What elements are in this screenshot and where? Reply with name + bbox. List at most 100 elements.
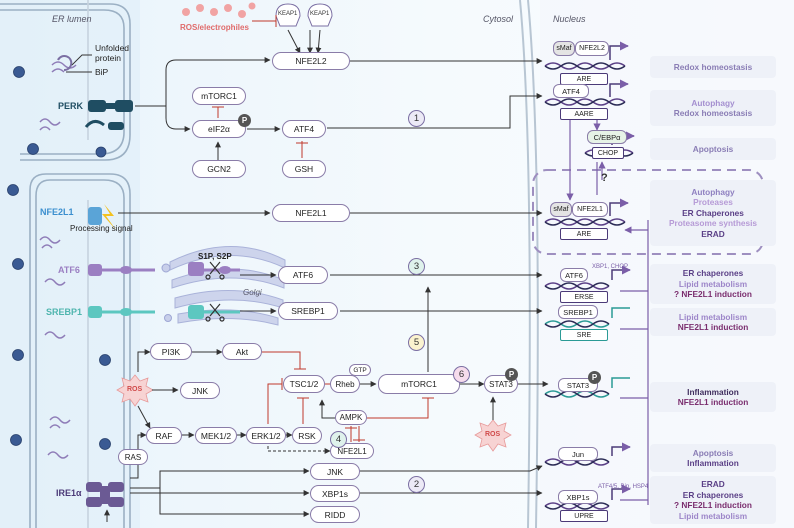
pathway-number-5: 5 <box>408 334 425 351</box>
outcome-line: ERAD <box>701 228 725 239</box>
s1p-s2p-label: S1P, S2P <box>198 252 232 261</box>
mtorc1-top-node: mTORC1 <box>192 87 246 105</box>
xbp1s-targets: ATF4/5, Bip, HSP4 <box>598 484 649 490</box>
chop-element: CHOP <box>592 147 624 159</box>
ire1a-label: IRE1α <box>56 488 82 498</box>
ros-bursts <box>116 374 512 452</box>
outcome-line: Proteasome synthesis <box>668 218 758 229</box>
keap1-a-label: KEAP1 <box>278 11 298 17</box>
stat3-nuclear-phospho-badge: P <box>588 371 601 384</box>
srebp1-er-label: SREBP1 <box>46 307 83 317</box>
erk-node: ERK1/2 <box>246 427 286 444</box>
eif2a-phospho-badge: P <box>238 114 251 127</box>
bip-label: BiP <box>95 67 109 77</box>
outcome-line: ER chaperones <box>682 489 744 500</box>
atf6-cyto-node: ATF6 <box>278 266 328 284</box>
ros-left-label: ROS <box>127 386 143 393</box>
pathway-number-6: 6 <box>453 366 470 383</box>
bip-chaperone <box>57 55 73 72</box>
nuclear-envelope <box>519 0 539 528</box>
nfe2l1-er-label: NFE2L1 <box>40 207 74 217</box>
perk-receptor-shape <box>84 100 133 130</box>
outcome-line: ? NFE2L1 induction <box>674 500 752 510</box>
smaf-2: sMaf <box>550 202 572 217</box>
cebpa-nuclear: C/EBPα <box>587 130 627 144</box>
outcome-box: Redox homeostasis <box>650 56 776 78</box>
scissors-icon <box>205 261 225 322</box>
outcome-line: ER chaperones <box>682 268 744 279</box>
outcome-line: Inflammation <box>687 458 739 468</box>
pathway-number-3: 3 <box>408 258 425 275</box>
gcn2-node: GCN2 <box>192 160 246 178</box>
outcome-line: Redox homeostasis <box>673 61 753 72</box>
rheb-node: Rheb <box>330 375 360 393</box>
outcome-line: Autophagy <box>691 97 735 108</box>
atf6-targets: XBP1, CHOP <box>592 264 629 270</box>
are-2-element: ARE <box>560 228 608 240</box>
keap1-b-label: KEAP1 <box>310 11 330 17</box>
outcome-line: Proteases <box>693 197 733 208</box>
pathway-number-4: 4 <box>330 431 347 448</box>
stat3-phospho-badge: P <box>505 368 518 381</box>
gsh-node: GSH <box>282 160 326 178</box>
pathway-arrows <box>104 15 549 522</box>
jnk-upper-node: JNK <box>180 382 220 399</box>
nfe2l2-nuclear: NFE2L2 <box>575 41 609 56</box>
mek-node: MEK1/2 <box>195 427 237 444</box>
nfe2l2-node: NFE2L2 <box>272 52 350 70</box>
atf6-nuclear: ATF6 <box>560 268 588 282</box>
atf4-nuclear: ATF4 <box>553 84 589 98</box>
dna-strands <box>544 62 634 510</box>
atf6-er-shape <box>88 262 240 276</box>
ras-node: RAS <box>118 449 148 465</box>
atf4-node: ATF4 <box>282 120 326 138</box>
ridd-node: RIDD <box>310 506 360 523</box>
unknown-link-question: ? <box>601 172 608 184</box>
outcome-box: Apoptosis <box>650 138 776 160</box>
tsc-node: TSC1/2 <box>283 375 325 393</box>
er-membrane <box>0 0 131 528</box>
pathway-number-1: 1 <box>408 110 425 127</box>
raf-node: RAF <box>146 427 182 444</box>
outcome-line: Lipid metabolism <box>678 278 748 289</box>
outcome-line: NFE2L1 induction <box>677 397 749 407</box>
akt-node: Akt <box>222 343 262 360</box>
smaf-1: sMaf <box>553 41 575 56</box>
erse-element: ERSE <box>560 291 608 303</box>
nfe2l1-cyto-node: NFE2L1 <box>272 204 350 222</box>
keap1-shapes <box>275 3 333 27</box>
jnk-node: JNK <box>310 463 360 480</box>
sre-element: SRE <box>560 329 608 341</box>
xbp1s-nuclear: XBP1s <box>558 490 598 504</box>
protein-text: protein <box>95 53 121 63</box>
upre-element: UPRE <box>560 510 608 522</box>
srebp1-er-shape <box>88 305 240 319</box>
jun-nuclear: Jun <box>558 447 598 461</box>
ros-right-label: ROS <box>485 431 501 438</box>
outcome-line: Redox homeostasis <box>673 108 753 118</box>
outcome-line: Apoptosis <box>692 143 734 154</box>
ros-electrophiles-label: ROS/electrophiles <box>180 23 249 32</box>
outcome-line: Autophagy <box>691 186 735 197</box>
outcome-line: Lipid metabolism <box>678 510 748 521</box>
outcome-line: ERAD <box>701 479 725 489</box>
rsk-node: RSK <box>292 427 322 444</box>
unfolded-protein-label: Unfolded protein <box>95 43 129 63</box>
er-label-lines <box>66 54 92 73</box>
outcome-line: ER Chaperones <box>682 207 744 218</box>
nucleus-label: Nucleus <box>553 14 586 24</box>
nuclear-connectors <box>566 108 649 505</box>
perk-label: PERK <box>58 101 84 111</box>
outcome-line: Inflammation <box>687 386 739 397</box>
atf6-er-label: ATF6 <box>58 265 80 275</box>
nfe2l1-er-shape <box>88 204 116 230</box>
outcome-line: Apoptosis <box>692 447 734 458</box>
mtorc1-node: mTORC1 <box>378 374 460 394</box>
srebp1-nuclear: SREBP1 <box>558 305 598 319</box>
processing-signal-label: Processing signal <box>70 224 133 233</box>
